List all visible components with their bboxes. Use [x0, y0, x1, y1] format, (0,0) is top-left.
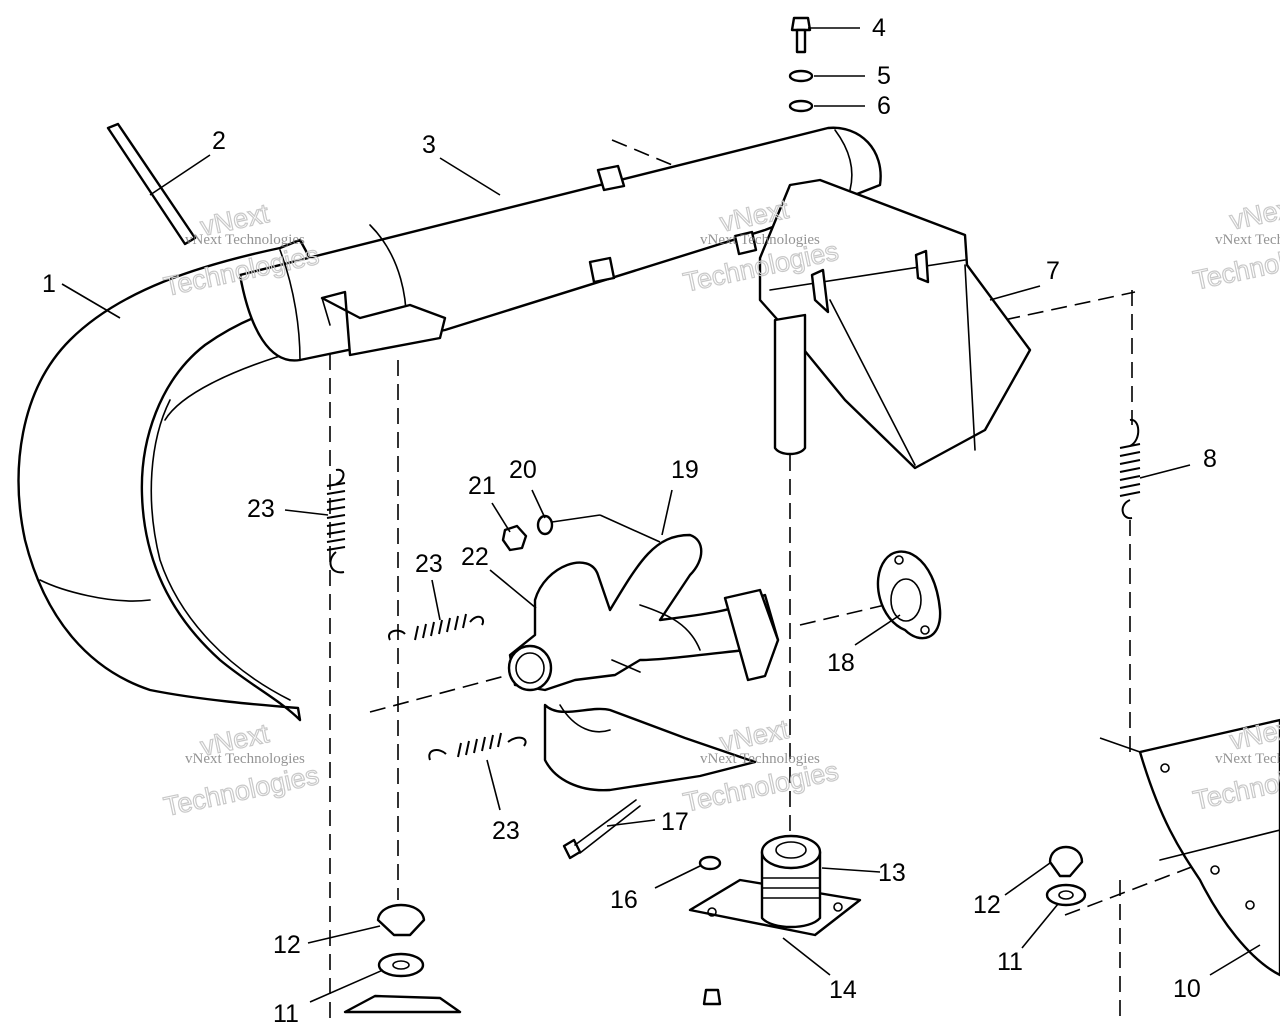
callout-11-right: 11	[997, 948, 1023, 976]
bolt-and-washers	[788, 16, 814, 113]
callout-4: 4	[872, 14, 886, 42]
callout-23-left: 23	[247, 495, 275, 523]
muffler	[238, 126, 882, 362]
spring-middle	[388, 613, 484, 641]
watermark-line-2: vNext Technologies	[700, 232, 820, 248]
grommet-right	[1045, 845, 1087, 907]
nut-and-washer	[501, 514, 554, 552]
spring-right	[1119, 418, 1141, 520]
watermark-line-3: vNext Technologies	[1215, 232, 1280, 248]
callout-8: 8	[1203, 445, 1217, 473]
spring-left-vertical	[326, 468, 346, 574]
callout-3: 3	[422, 131, 436, 159]
strap	[106, 122, 197, 246]
exhaust-pipe	[17, 238, 332, 722]
watermark-brand-5: vNext	[1227, 192, 1280, 236]
callout-13: 13	[878, 859, 906, 887]
watermark-line-1: vNext Technologies	[185, 232, 305, 248]
watermark-line-4: vNext Technologies	[185, 751, 305, 767]
spring-lower	[428, 732, 527, 761]
callout-7: 7	[1046, 257, 1060, 285]
callout-18: 18	[827, 649, 855, 677]
exhaust-manifold	[507, 533, 780, 792]
callout-23-middle: 23	[415, 550, 443, 578]
callout-labels: 1 2 3 4 5 6 7 8 10 11 11 12 12 13 14 16 …	[42, 14, 1217, 1024]
leader-lines	[61, 27, 1261, 1003]
callout-6: 6	[877, 92, 891, 120]
watermark-brand-8: Technologies	[161, 760, 321, 822]
callout-17: 17	[661, 808, 689, 836]
callout-11-left: 11	[273, 1000, 299, 1024]
callout-23-lower: 23	[492, 817, 520, 845]
callout-14: 14	[829, 976, 857, 1004]
callout-21: 21	[468, 472, 496, 500]
watermark-5: vNext Technologies vNext Technologies	[680, 713, 842, 818]
callout-1: 1	[42, 270, 56, 298]
callout-20: 20	[509, 456, 537, 484]
watermark-line-5: vNext Technologies	[700, 751, 820, 767]
watermark-3: vNext Technologies vNext Technologies	[1190, 191, 1280, 296]
gasket	[876, 550, 942, 640]
callout-2: 2	[212, 127, 226, 155]
heat-shield	[758, 178, 1032, 470]
callout-16: 16	[610, 886, 638, 914]
bracket	[1138, 718, 1280, 977]
callout-22: 22	[461, 543, 489, 571]
rubber-mount	[688, 834, 862, 1006]
callout-12-right: 12	[973, 891, 1001, 919]
watermark-4: vNext Technologies vNext Technologies	[161, 717, 323, 822]
watermark-line-6: vNext Technologies	[1215, 751, 1280, 767]
callout-5: 5	[877, 62, 891, 90]
grommet-left	[343, 903, 462, 1014]
long-bolt	[562, 799, 641, 860]
callout-12-left: 12	[273, 931, 301, 959]
callout-10: 10	[1173, 975, 1201, 1003]
callout-19: 19	[671, 456, 699, 484]
